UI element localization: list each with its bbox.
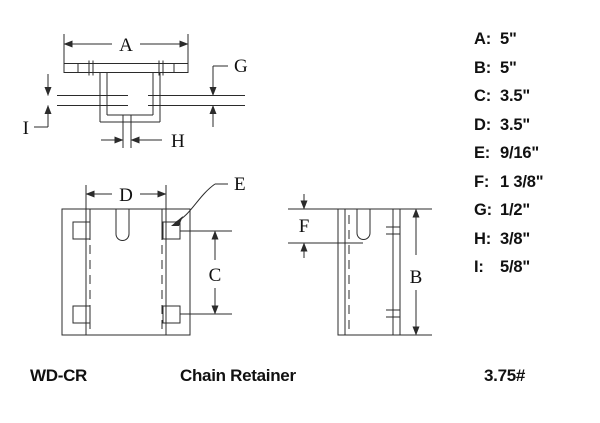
dimension-i (34, 74, 128, 128)
dimension-b (393, 208, 432, 336)
dim-label-a: A (119, 35, 133, 56)
spec-key-a: A: (474, 30, 492, 48)
spec-row-c: C: 3.5" (474, 87, 594, 116)
dimension-a (63, 34, 189, 64)
spec-key-c: C: (474, 87, 492, 105)
dim-label-f: F (299, 216, 310, 237)
specification-list: A: 5" B: 5" C: 3.5" D: 3.5" E: 9/16" F: … (474, 30, 594, 287)
dim-label-d: D (119, 185, 133, 206)
spec-key-i: I: (474, 258, 484, 276)
dimension-f (288, 194, 363, 258)
spec-row-e: E: 9/16" (474, 144, 594, 173)
spec-key-b: B: (474, 58, 492, 77)
product-name: Chain Retainer (180, 366, 296, 385)
spec-row-d: D: 3.5" (474, 116, 594, 145)
spec-value-c: 3.5" (500, 87, 530, 105)
dimension-h (101, 122, 162, 148)
dim-label-h: H (171, 131, 185, 152)
dim-label-b: B (410, 267, 423, 288)
product-weight: 3.75# (484, 366, 526, 385)
dim-label-e: E (234, 174, 246, 195)
spec-value-f: 1 3/8" (500, 172, 544, 191)
front-view-geometry (61, 208, 191, 336)
spec-key-e: E: (474, 144, 491, 162)
dim-label-c: C (209, 265, 222, 286)
dim-label-g: G (234, 56, 248, 77)
spec-value-a: 5" (500, 30, 517, 48)
spec-row-b: B: 5" (474, 59, 594, 88)
dim-label-i: I (23, 118, 29, 139)
side-view-geometry (337, 208, 401, 336)
spec-key-d: D: (474, 115, 492, 134)
spec-value-b: 5" (500, 58, 517, 77)
spec-key-h: H: (474, 229, 492, 248)
top-view-geometry (63, 60, 189, 123)
product-footer: WD-CR Chain Retainer 3.75# (0, 366, 600, 392)
spec-row-h: H: 3/8" (474, 230, 594, 259)
spec-value-h: 3/8" (500, 229, 530, 248)
dimension-e (171, 183, 228, 226)
spec-value-e: 9/16" (500, 144, 539, 162)
spec-value-g: 1/2" (500, 201, 530, 219)
spec-key-f: F: (474, 172, 490, 191)
dimension-c (180, 230, 232, 315)
spec-key-g: G: (474, 201, 492, 219)
spec-row-f: F: 1 3/8" (474, 173, 594, 202)
spec-row-g: G: 1/2" (474, 201, 594, 230)
dimension-d (85, 185, 167, 226)
spec-row-a: A: 5" (474, 30, 594, 59)
spec-value-d: 3.5" (500, 115, 530, 134)
dimension-g (148, 65, 245, 127)
spec-row-i: I: 5/8" (474, 258, 594, 287)
part-number: WD-CR (30, 366, 88, 385)
spec-value-i: 5/8" (500, 258, 530, 276)
